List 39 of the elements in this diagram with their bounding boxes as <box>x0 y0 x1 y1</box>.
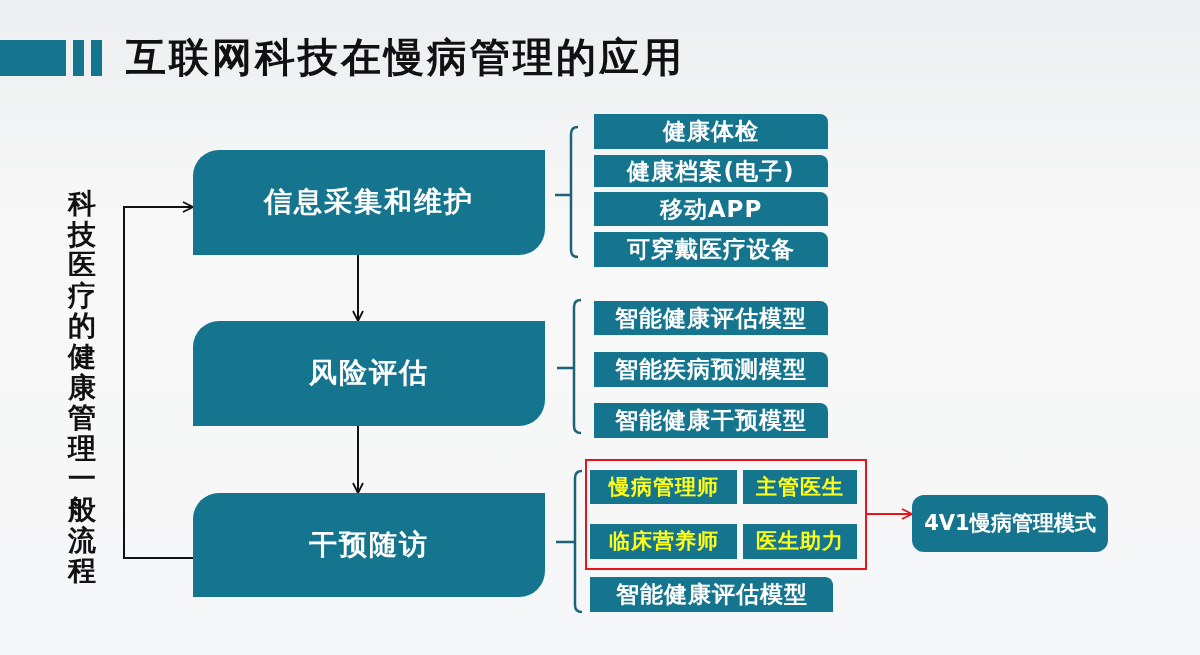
role-label: 慢病管理师 <box>608 474 719 500</box>
step-label: 风险评估 <box>309 357 429 390</box>
page-title: 互联网科技在慢病管理的应用 <box>126 35 685 79</box>
arrow <box>352 425 364 494</box>
item-box <box>590 577 833 612</box>
role-box <box>743 524 857 559</box>
item-box <box>594 232 828 267</box>
item-box <box>594 114 828 149</box>
role-label: 主管医生 <box>756 474 844 500</box>
item-label: 移动APP <box>659 195 763 223</box>
highlight-frame <box>585 459 867 570</box>
item-label: 智能健康评估模型 <box>615 581 808 608</box>
role-box <box>590 524 737 559</box>
role-label: 医生助力 <box>756 529 844 554</box>
arrow <box>866 508 913 520</box>
item-label: 智能疾病预测模型 <box>615 356 807 383</box>
item-box <box>594 192 828 226</box>
role-box <box>590 470 737 504</box>
process-box <box>193 321 545 426</box>
item-label: 健康体检 <box>663 118 759 145</box>
item-box <box>594 403 828 438</box>
arrow <box>123 201 194 559</box>
result-box <box>912 495 1108 552</box>
step-label: 干预随访 <box>309 528 429 562</box>
step-label: 信息采集和维护 <box>264 186 474 219</box>
side-label: 科技医疗的健康管理一般流程 <box>66 189 97 587</box>
item-box <box>594 352 828 387</box>
item-label: 可穿戴医疗设备 <box>627 236 795 263</box>
arrow <box>352 254 364 322</box>
process-box <box>193 150 545 255</box>
item-box <box>594 301 828 335</box>
process-box <box>193 493 545 597</box>
role-label: 临床营养师 <box>608 529 719 554</box>
item-box <box>594 155 828 187</box>
result-label: 4V1慢病管理模式 <box>924 511 1096 536</box>
role-box <box>743 470 857 504</box>
item-label: 智能健康评估模型 <box>615 304 807 332</box>
item-label: 智能健康干预模型 <box>615 407 807 434</box>
item-label: 健康档案(电子) <box>627 157 795 185</box>
